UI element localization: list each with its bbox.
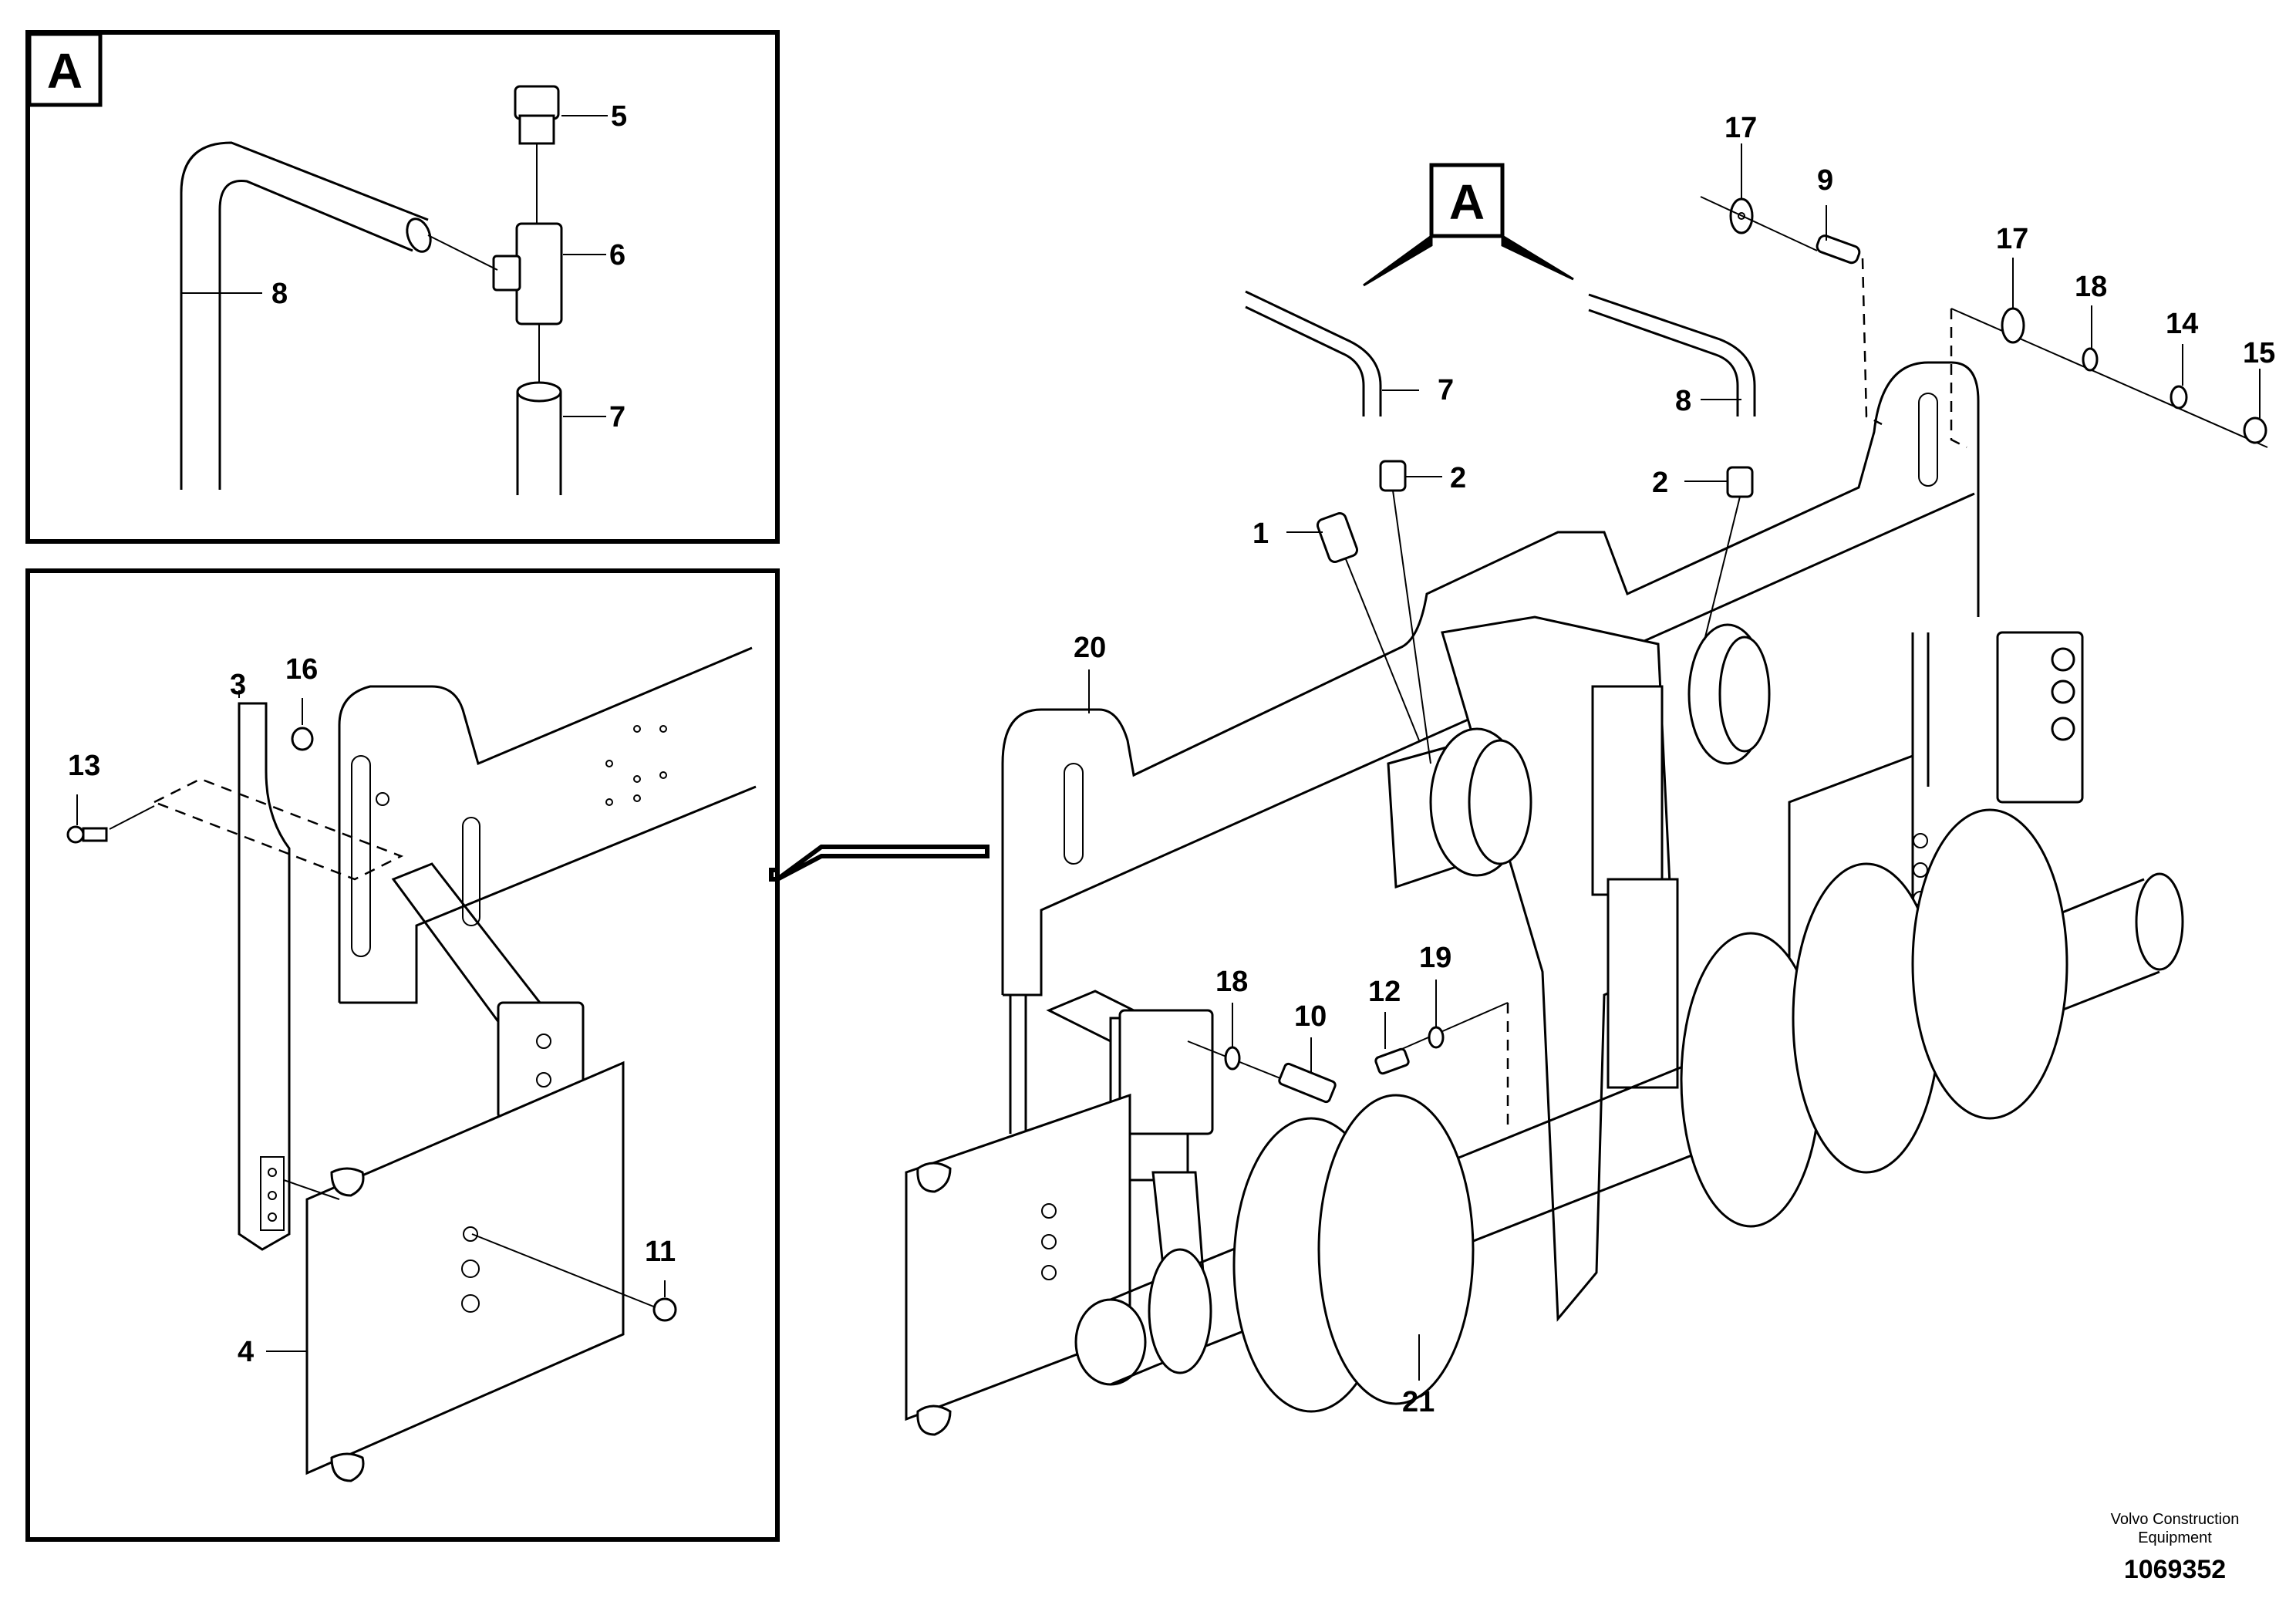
callout-a-8: 8 bbox=[271, 278, 288, 310]
nut-15 bbox=[2243, 416, 2267, 444]
detail-a-letter: A bbox=[47, 43, 83, 99]
frame-plate-detail bbox=[338, 646, 753, 1003]
callout-10: 10 bbox=[1294, 1000, 1327, 1033]
bolt-12 bbox=[1374, 1047, 1410, 1075]
tube-8-outline bbox=[180, 141, 429, 490]
callout-a-7: 7 bbox=[609, 401, 625, 433]
detail-a-letter-box bbox=[27, 32, 103, 107]
drawing-number: 1069352 bbox=[2124, 1555, 2226, 1584]
side-plate-4 bbox=[305, 1061, 625, 1475]
main-detail-a-box bbox=[1429, 163, 1505, 238]
detail-b-panel: 3 16 13 11 4 bbox=[25, 568, 780, 1542]
detail-a-panel: A 5 6 7 8 bbox=[25, 30, 780, 544]
company-name-line2: Equipment bbox=[2138, 1529, 2212, 1546]
frame-holes bbox=[605, 725, 667, 806]
callout-19: 19 bbox=[1419, 942, 1451, 974]
callout-14: 14 bbox=[2166, 308, 2198, 340]
callout-15: 15 bbox=[2243, 337, 2275, 369]
callout-b-16: 16 bbox=[285, 653, 318, 686]
callout-8: 8 bbox=[1675, 385, 1691, 417]
callout-20: 20 bbox=[1074, 632, 1106, 664]
tube-7 bbox=[516, 381, 562, 495]
callout-21: 21 bbox=[1402, 1386, 1435, 1418]
strap-3 bbox=[238, 702, 291, 1251]
washer-18-lower bbox=[1224, 1046, 1241, 1071]
pipe-7 bbox=[1245, 290, 1382, 416]
callout-9: 9 bbox=[1817, 164, 1833, 197]
footer: Volvo Construction Equipment 1069352 bbox=[2111, 1511, 2240, 1584]
rear-motor bbox=[1687, 623, 1771, 765]
fitting-1 bbox=[1316, 512, 1420, 741]
washer-19 bbox=[1428, 1026, 1445, 1049]
washer-18-right bbox=[2082, 347, 2099, 372]
frame-main bbox=[1001, 361, 1980, 995]
tee-fitting-6 bbox=[427, 222, 563, 384]
fitting-5 bbox=[514, 85, 560, 224]
auger-flights bbox=[1232, 808, 2068, 1413]
callout-b-11: 11 bbox=[645, 1236, 676, 1268]
washer-17-right bbox=[2001, 307, 2025, 344]
callout-17-top: 17 bbox=[1725, 112, 1757, 144]
pin-9 bbox=[1816, 234, 1861, 265]
callout-b-13: 13 bbox=[68, 750, 100, 782]
callout-18-right: 18 bbox=[2075, 271, 2107, 303]
callout-a-5: 5 bbox=[611, 100, 627, 133]
hydraulic-motor bbox=[1387, 727, 1532, 889]
fitting-2-right bbox=[1704, 466, 1754, 641]
nut-16 bbox=[291, 727, 314, 751]
callout-2-left: 2 bbox=[1450, 462, 1466, 494]
callout-17-right: 17 bbox=[1996, 223, 2028, 255]
callout-a-6: 6 bbox=[609, 239, 625, 271]
pipe-8 bbox=[1588, 293, 1756, 416]
bolt-13 bbox=[66, 825, 108, 844]
callout-b-3: 3 bbox=[230, 669, 246, 701]
main-detail-a-letter: A bbox=[1449, 174, 1485, 230]
main-assembly: A bbox=[905, 112, 2275, 1436]
callout-2-right: 2 bbox=[1652, 467, 1668, 499]
auger-shaft bbox=[1074, 872, 2184, 1386]
bolt-10 bbox=[1278, 1062, 1337, 1104]
bolt-11 bbox=[652, 1297, 677, 1322]
callout-18-lower: 18 bbox=[1215, 966, 1248, 998]
callout-b-4: 4 bbox=[238, 1336, 254, 1368]
callout-1: 1 bbox=[1253, 518, 1269, 550]
nut-14 bbox=[2170, 385, 2188, 410]
company-name-line1: Volvo Construction bbox=[2111, 1511, 2240, 1528]
callout-12: 12 bbox=[1368, 976, 1401, 1008]
callout-7: 7 bbox=[1438, 374, 1454, 406]
detail-b-connector bbox=[769, 845, 990, 882]
